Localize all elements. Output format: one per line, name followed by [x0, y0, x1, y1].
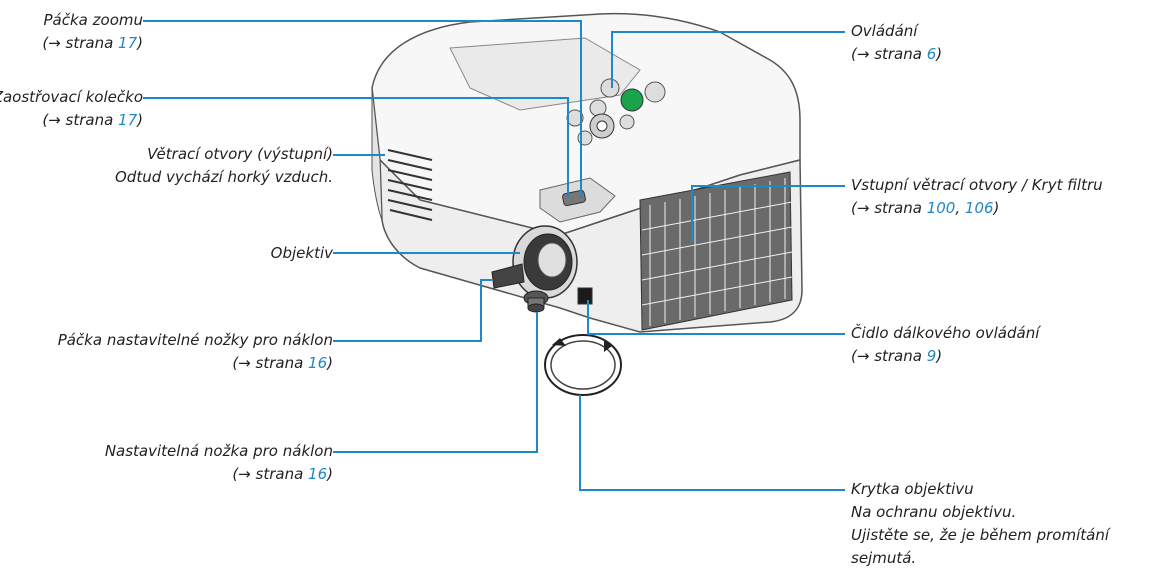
- callout-lens: Objektiv: [271, 242, 333, 265]
- leader-lens-cap: [579, 395, 845, 491]
- page-reference: (→ strana 16): [232, 354, 333, 372]
- projector-body: [371, 12, 803, 396]
- page-reference: (→ strana 6): [851, 45, 943, 63]
- callout-title: Čidlo dálkového ovládání: [851, 324, 1040, 342]
- callout-title: Nastavitelná nožka pro náklon: [104, 442, 333, 460]
- lens-graphic: [512, 225, 578, 299]
- page-reference: (→ strana 100, 106): [851, 199, 1000, 217]
- leader-focus: [143, 97, 569, 198]
- page-link[interactable]: 100: [926, 199, 956, 217]
- callout-title: Zaostřovací kolečko: [0, 88, 143, 106]
- callout-title: Objektiv: [270, 244, 333, 262]
- callout-tilt-lever: Páčka nastavitelné nožky pro náklon (→ s…: [58, 329, 333, 375]
- callout-remote-sensor: Čidlo dálkového ovládání (→ strana 9): [851, 322, 1039, 368]
- callout-tilt-foot: Nastavitelná nožka pro náklon (→ strana …: [105, 440, 333, 486]
- page-reference: (→ strana 17): [42, 34, 143, 52]
- callout-description: Ujistěte se, že je během promítání: [851, 526, 1109, 544]
- callout-title: Krytka objektivu: [851, 480, 974, 498]
- page-link[interactable]: 16: [308, 354, 328, 372]
- page-link[interactable]: 9: [926, 347, 937, 365]
- callout-description: sejmutá.: [851, 549, 917, 567]
- page-link[interactable]: 106: [964, 199, 994, 217]
- tilt-foot-graphic: [523, 290, 549, 313]
- leader-zoom: [143, 20, 582, 198]
- callout-controls: Ovládání (→ strana 6): [851, 20, 942, 66]
- leader-controls: [611, 31, 845, 88]
- callout-zoom-lever: Páčka zoomu (→ strana 17): [42, 9, 143, 55]
- page-link[interactable]: 17: [118, 111, 138, 129]
- intake-vent-grille: [639, 171, 793, 331]
- leader-tilt-foot: [333, 312, 538, 453]
- page-reference: (→ strana 16): [232, 465, 333, 483]
- callout-vent-in: Vstupní větrací otvory / Kryt filtru (→ …: [851, 174, 1103, 220]
- callout-title: Vstupní větrací otvory / Kryt filtru: [851, 176, 1103, 194]
- callout-vent-out: Větrací otvory (výstupní) Odtud vychází …: [115, 143, 333, 189]
- callout-title: Páčka zoomu: [43, 11, 143, 29]
- page-link[interactable]: 17: [118, 34, 138, 52]
- page-link[interactable]: 16: [308, 465, 328, 483]
- callout-title: Páčka nastavitelné nožky pro náklon: [57, 331, 333, 349]
- leader-tilt-lever: [333, 279, 492, 342]
- leader-remote: [587, 300, 845, 335]
- page-link[interactable]: 6: [926, 45, 937, 63]
- callout-title: Větrací otvory (výstupní): [147, 145, 333, 163]
- page-reference: (→ strana 17): [42, 111, 143, 129]
- leader-vent-in: [691, 185, 845, 242]
- callout-lens-cap: Krytka objektivu Na ochranu objektivu. U…: [851, 478, 1109, 570]
- callout-focus-ring: Zaostřovací kolečko (→ strana 17): [0, 86, 143, 132]
- lens-cap-graphic: [544, 334, 622, 396]
- page-reference: (→ strana 9): [851, 347, 943, 365]
- callout-description: Odtud vychází horký vzduch.: [115, 168, 333, 186]
- callout-description: Na ochranu objektivu.: [851, 503, 1017, 521]
- callout-title: Ovládání: [851, 22, 918, 40]
